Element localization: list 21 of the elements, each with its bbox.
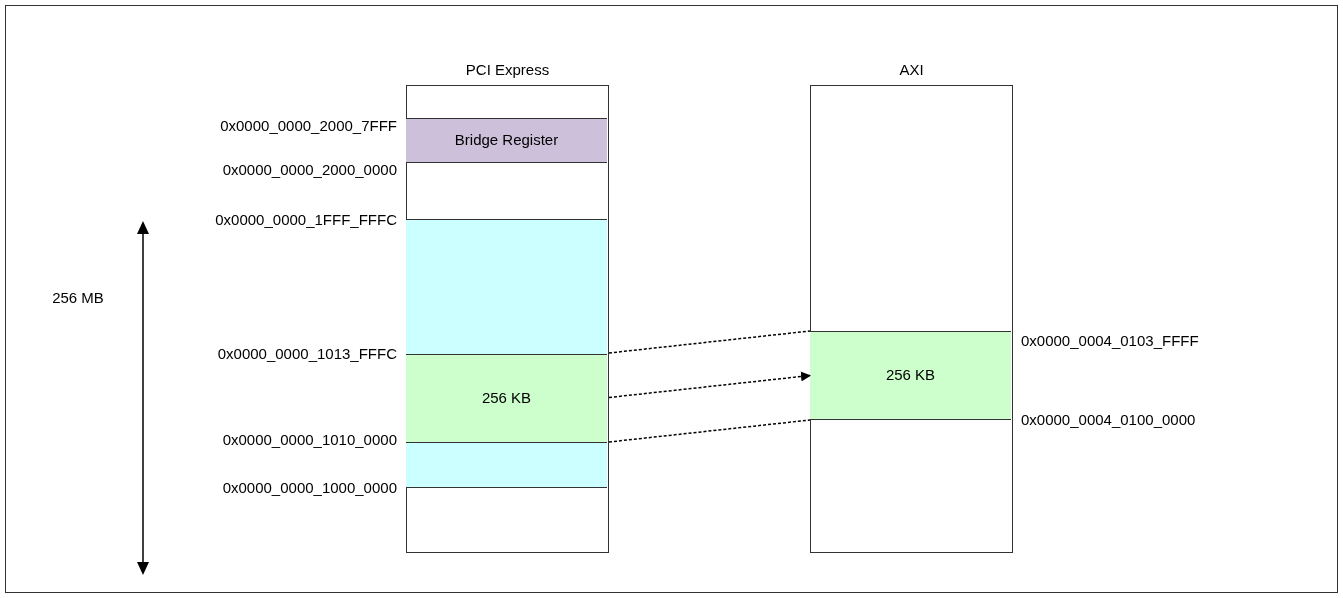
address-label: 0x0000_0004_0100_0000 [1021,411,1196,429]
column-heading: AXI [898,60,925,80]
dimension-label: 256 MB [52,289,104,307]
address-label: 0x0000_0000_1FFF_FFFC [215,211,397,229]
dashed-arrow [608,371,811,399]
column-heading: PCI Express [464,60,551,80]
memory-region [406,354,607,443]
address-label: 0x0000_0000_2000_0000 [222,161,397,179]
region-label: Bridge Register [454,130,559,151]
address-label: 0x0000_0000_2000_7FFF [220,117,397,135]
dashed-connector [608,330,811,354]
address-window [406,219,607,488]
address-label: 0x0000_0000_1000_0000 [222,479,397,497]
address-label: 0x0000_0004_0103_FFFF [1021,332,1199,350]
dashed-connector [608,419,811,443]
memory-region [810,331,1011,420]
region-label: 256 KB [885,365,936,386]
register-region [406,118,607,163]
region-label: 256 KB [481,388,532,409]
address-label: 0x0000_0000_1013_FFFC [217,345,397,363]
address-label: 0x0000_0000_1010_0000 [222,431,397,449]
